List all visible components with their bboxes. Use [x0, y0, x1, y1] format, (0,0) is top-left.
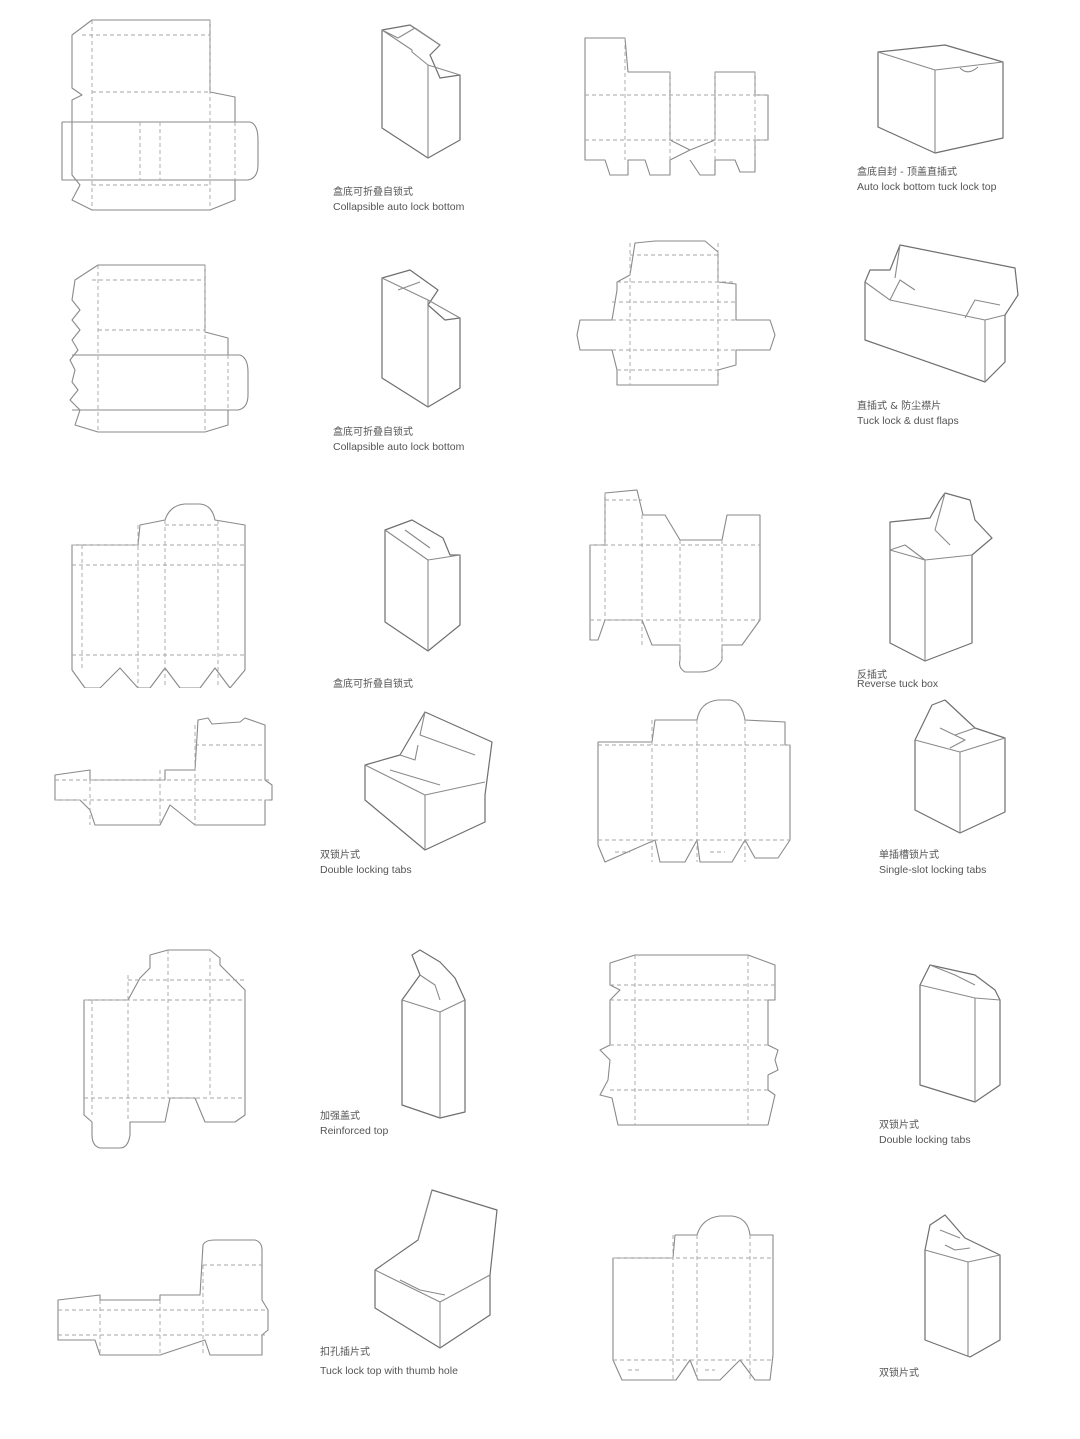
caption-10: 双锁片式 Double locking tabs: [879, 1119, 971, 1147]
caption-5: 盒底可折叠自锁式: [333, 678, 413, 692]
caption-11-en: Tuck lock top with thumb hole: [320, 1365, 458, 1377]
caption-2: 盒底自封 - 顶盖直插式 Auto lock bottom tuck lock …: [857, 166, 996, 194]
caption-12-zh: 双锁片式: [879, 1368, 919, 1379]
caption-3-en: Collapsible auto lock bottom: [333, 441, 465, 453]
caption-7-en: Double locking tabs: [320, 864, 412, 876]
caption-1-zh: 盒底可折叠自锁式: [333, 187, 413, 198]
caption-8-en: Single-slot locking tabs: [879, 864, 987, 876]
caption-3-zh: 盒底可折叠自锁式: [333, 427, 413, 438]
caption-1-en: Collapsible auto lock bottom: [333, 201, 465, 213]
caption-4: 直插式 & 防尘襟片 Tuck lock & dust flaps: [857, 400, 959, 428]
caption-9: 加强盖式 Reinforced top: [320, 1110, 388, 1138]
caption-4-zh: 直插式 & 防尘襟片: [857, 401, 942, 412]
caption-4-en: Tuck lock & dust flaps: [857, 415, 959, 427]
caption-9-zh: 加强盖式: [320, 1111, 360, 1122]
caption-6-zh: 反插式: [857, 670, 887, 681]
caption-12: 双锁片式: [879, 1367, 919, 1381]
caption-11: 扣孔插片式 Tuck lock top with thumb hole: [320, 1346, 458, 1378]
caption-10-en: Double locking tabs: [879, 1134, 971, 1146]
caption-8: 单插槽锁片式 Single-slot locking tabs: [879, 849, 986, 877]
image-seam: [0, 688, 1080, 696]
caption-5-zh: 盒底可折叠自锁式: [333, 679, 413, 690]
caption-7-zh: 双锁片式: [320, 850, 360, 861]
caption-7: 双锁片式 Double locking tabs: [320, 849, 412, 877]
caption-2-en: Auto lock bottom tuck lock top: [857, 181, 997, 193]
caption-6-en: Reverse tuck box: [857, 678, 939, 689]
caption-2-zh: 盒底自封 - 顶盖直插式: [857, 167, 957, 178]
caption-3: 盒底可折叠自锁式 Collapsible auto lock bottom: [333, 426, 464, 454]
caption-6: 反插式 Reverse tuck box: [857, 669, 938, 689]
caption-8-zh: 单插槽锁片式: [879, 850, 939, 861]
caption-1: 盒底可折叠自锁式 Collapsible auto lock bottom: [333, 186, 464, 214]
caption-11-zh: 扣孔插片式: [320, 1347, 370, 1358]
caption-10-zh: 双锁片式: [879, 1120, 919, 1131]
caption-9-en: Reinforced top: [320, 1125, 389, 1137]
